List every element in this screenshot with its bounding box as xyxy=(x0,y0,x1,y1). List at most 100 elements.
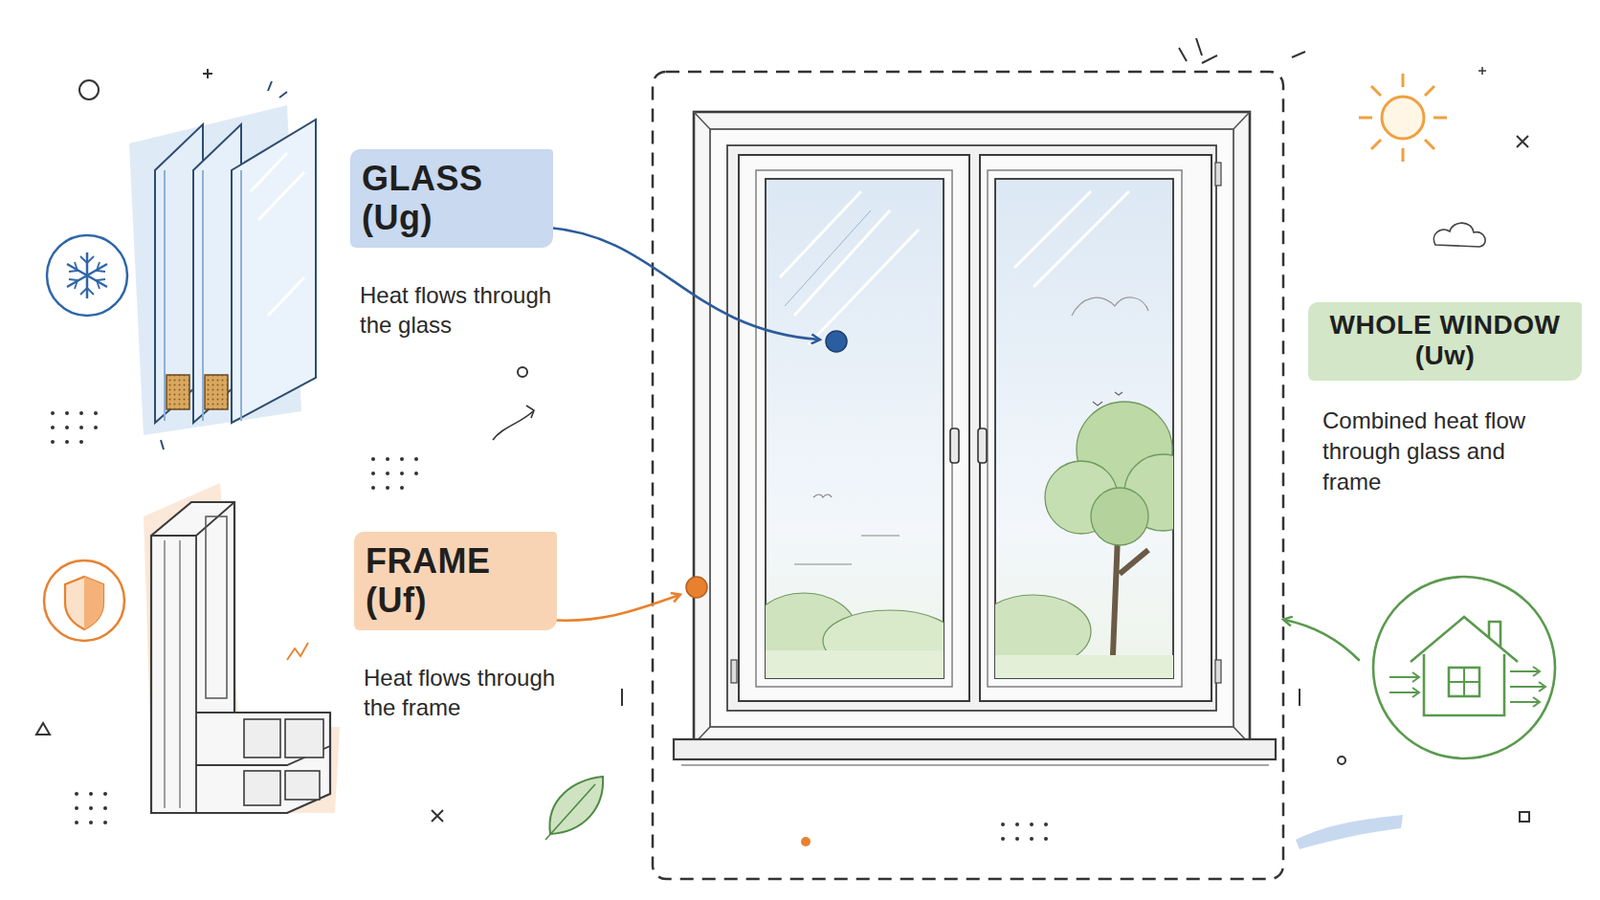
leader-arrows-part xyxy=(547,595,680,622)
dot-grids-part xyxy=(50,411,55,416)
dot-grids-part xyxy=(385,457,390,462)
decorations-part xyxy=(79,80,99,100)
dot-grids-part xyxy=(1015,822,1020,827)
glass-unit-illustration-part xyxy=(231,119,316,423)
window-illustration xyxy=(622,38,1306,880)
house-icon-part xyxy=(1410,617,1518,663)
frame-profile-illustration-part xyxy=(196,712,331,766)
dot-grids-part xyxy=(400,457,404,462)
cloud-icon-part xyxy=(1433,222,1486,247)
window-illustration-part xyxy=(738,155,970,702)
shield-icon-part xyxy=(84,577,104,630)
heading-label: GLASS (Ug) xyxy=(350,149,554,248)
house-icon-part xyxy=(1373,577,1556,759)
dot-grids-part xyxy=(65,440,69,445)
window-illustration-part-part xyxy=(1014,191,1130,288)
leaf xyxy=(545,777,603,841)
dot-grids-part xyxy=(65,425,69,430)
glass-unit-illustration-part xyxy=(201,170,204,422)
glass-unit-illustration-part xyxy=(166,375,190,410)
dot-grids-part xyxy=(1044,822,1048,827)
window-illustration-part xyxy=(727,145,1217,712)
dot-grids-part xyxy=(385,471,390,476)
description-text: Heat flows through the frame xyxy=(354,663,584,724)
window-illustration-part-part xyxy=(1071,297,1149,316)
dot-grids-part xyxy=(371,457,376,462)
window-illustration-part-part xyxy=(765,650,944,679)
description-text: Heat flows through the glass xyxy=(350,280,580,341)
house-icon xyxy=(1373,577,1556,759)
window-illustration-part xyxy=(977,428,987,464)
decorations-part xyxy=(1516,135,1529,148)
glass-unit-illustration-part xyxy=(240,170,243,422)
heading-wrap: FRAME (Uf) xyxy=(354,532,584,631)
dot-grids-part xyxy=(414,457,419,462)
house-icon-part xyxy=(1448,667,1480,697)
window-illustration-part xyxy=(693,111,1250,745)
leader-arrows xyxy=(547,227,1359,661)
dot-grids-part xyxy=(1015,837,1020,842)
dot-grids-part xyxy=(1029,837,1034,842)
frame-profile-illustration-part xyxy=(285,719,324,758)
shield-icon xyxy=(44,560,125,642)
dot-grids-part xyxy=(371,471,376,476)
glass-unit-illustration-part xyxy=(160,440,164,450)
dot-grids-part xyxy=(74,792,79,797)
heading-label: FRAME (Uf) xyxy=(354,532,557,631)
dot-grids-part xyxy=(93,411,98,416)
frame-profile-illustration-part xyxy=(287,643,309,661)
heading-label: WHOLE WINDOW (Uw) xyxy=(1308,302,1582,381)
dot-grids-part xyxy=(1000,822,1005,827)
window-illustration-part-part xyxy=(1090,488,1149,546)
house-icon-part xyxy=(1448,667,1480,697)
window-illustration-part-part xyxy=(779,191,919,345)
snowflake-icon-part xyxy=(66,252,108,299)
dot-grids-part xyxy=(1044,837,1048,842)
dot-grids-part xyxy=(103,806,108,811)
decorations-part xyxy=(1519,812,1530,823)
frame-profile-illustration-part xyxy=(164,540,180,809)
dot-grids-part xyxy=(103,792,108,797)
window-illustration-part xyxy=(673,739,1276,760)
decorations-part xyxy=(36,723,50,735)
leader-arrows-part xyxy=(825,331,847,353)
leaf-part xyxy=(545,784,596,841)
decorations-part xyxy=(202,68,213,79)
glass-unit-illustration-part xyxy=(204,375,228,410)
window-illustration-part-part xyxy=(995,655,1174,679)
dot-grids-part xyxy=(1029,822,1034,827)
glass-unit-illustration-part xyxy=(163,170,166,422)
frame-profile-illustration-part xyxy=(244,719,281,758)
sun-icon-part xyxy=(1358,73,1447,162)
window-illustration-part xyxy=(731,660,737,684)
window-illustration-part xyxy=(995,191,1174,679)
dot-grids-part xyxy=(88,806,93,811)
frame-profile-illustration-part xyxy=(244,771,281,806)
dot-grids-part xyxy=(1000,837,1005,842)
window-illustration-part-part xyxy=(784,210,871,307)
window-illustration-part xyxy=(693,111,1250,745)
window-illustration-part xyxy=(681,764,1269,766)
decorations-part xyxy=(526,405,534,419)
decorations-part xyxy=(517,367,528,378)
dot-grids-part xyxy=(414,471,419,476)
dot-grids-part xyxy=(400,471,404,476)
window-illustration-part xyxy=(1215,660,1222,684)
house-icon-part xyxy=(1423,654,1505,716)
shield-icon-part xyxy=(65,577,104,630)
dot-grids-part xyxy=(50,425,55,430)
dot-grids-part xyxy=(385,486,390,490)
dot-grids-part xyxy=(88,821,93,825)
decorations-part xyxy=(1337,756,1346,765)
dot-grids-part xyxy=(74,821,79,825)
window-illustration-part xyxy=(1215,162,1222,186)
glass-callout: GLASS (Ug) Heat flows through the glass xyxy=(350,149,580,341)
dot-grids-part xyxy=(800,837,811,847)
house-icon-part xyxy=(1488,622,1501,648)
brush-stroke-part xyxy=(1295,815,1403,850)
frame-profile-illustration-part xyxy=(285,771,320,800)
decorations-part xyxy=(492,411,534,441)
leader-arrows-part xyxy=(1284,620,1359,661)
house-icon-part xyxy=(1412,666,1546,708)
decorations-part xyxy=(431,810,444,823)
